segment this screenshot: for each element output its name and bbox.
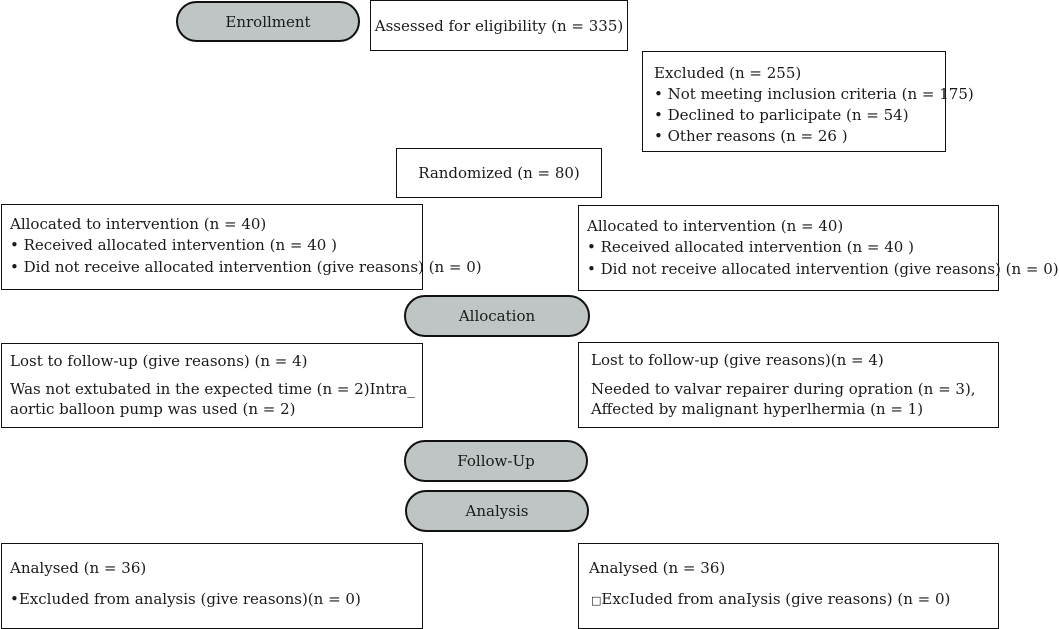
followup-left-reason-line-1: Was not extubated in the expected time (…: [10, 380, 415, 398]
followup-right-title: Lost to follow-up (give reasons)(n = 4): [591, 351, 884, 369]
followup-left-title: Lost to follow-up (give reasons) (n = 4): [10, 352, 308, 370]
analysis-stage-label: Analysis: [405, 490, 589, 532]
followup-right-reason-line-2: Affected by malignant hyperlhermia (n = …: [591, 400, 924, 418]
allocation-right-box: Allocated to intervention (n = 40) Recei…: [578, 205, 1059, 291]
followup-stage-text: Follow-Up: [457, 452, 535, 470]
allocation-left-not-received: Did not receive allocated intervention (…: [10, 258, 482, 276]
followup-right-reason-line-1: Needed to valvar repairer during opratio…: [591, 380, 976, 398]
assessed-eligibility-box: Assessed for eligibility (n = 335): [370, 0, 628, 51]
allocation-left-title: Allocated to intervention (n = 40): [10, 215, 267, 233]
analysis-left-box: Analysed (n = 36) •Excluded from analysi…: [1, 543, 423, 629]
allocation-left-received: Received allocated intervention (n = 40 …: [10, 236, 337, 254]
excluded-reason-declined: Declined to parlicipate (n = 54): [654, 106, 909, 124]
randomized-text: Randomized (n = 80): [418, 164, 580, 182]
excluded-box: Excluded (n = 255) Not meeting inclusion…: [642, 51, 974, 152]
bullet-dot-icon: •: [10, 590, 19, 608]
enrollment-stage-label: Enrollment: [176, 1, 360, 42]
allocation-left-box: Allocated to intervention (n = 40) Recei…: [1, 204, 482, 290]
analysis-left-excluded-text: Excluded from analysis (give reasons)(n …: [18, 590, 361, 608]
analysis-left-title: Analysed (n = 36): [10, 559, 147, 577]
allocation-right-title: Allocated to intervention (n = 40): [587, 217, 844, 235]
empty-square-bullet-icon: [591, 590, 601, 608]
allocation-stage-text: Allocation: [458, 307, 536, 325]
analysis-right-title: Analysed (n = 36): [589, 559, 726, 577]
analysis-left-excluded: •Excluded from analysis (give reasons)(n…: [10, 590, 361, 608]
allocation-stage-label: Allocation: [404, 295, 590, 337]
enrollment-stage-text: Enrollment: [225, 12, 311, 31]
randomized-box: Randomized (n = 80): [396, 148, 602, 198]
followup-left-box: Lost to follow-up (give reasons) (n = 4)…: [1, 343, 423, 428]
excluded-title: Excluded (n = 255): [654, 64, 802, 82]
consort-flow-diagram: Enrollment Assessed for eligibility (n =…: [0, 0, 1000, 629]
analysis-right-box: Analysed (n = 36) ExcIuded from anaIysis…: [578, 543, 999, 629]
followup-stage-label: Follow-Up: [404, 440, 588, 482]
allocation-right-not-received: Did not receive allocated intervention (…: [587, 260, 1059, 278]
followup-right-box: Lost to follow-up (give reasons)(n = 4) …: [578, 342, 999, 428]
analysis-right-excluded-text: ExcIuded from anaIysis (give reasons) (n…: [601, 590, 951, 608]
assessed-eligibility-text: Assessed for eligibility (n = 335): [374, 16, 624, 35]
analysis-stage-text: Analysis: [465, 502, 529, 520]
excluded-reason-not-meeting: Not meeting inclusion criteria (n = 175): [654, 85, 974, 103]
excluded-reason-other: Other reasons (n = 26 ): [654, 127, 848, 145]
followup-left-reason-line-2: aortic balloon pump was used (n = 2): [10, 400, 296, 418]
allocation-right-received: Received allocated intervention (n = 40 …: [587, 238, 914, 256]
analysis-right-excluded: ExcIuded from anaIysis (give reasons) (n…: [591, 590, 950, 608]
